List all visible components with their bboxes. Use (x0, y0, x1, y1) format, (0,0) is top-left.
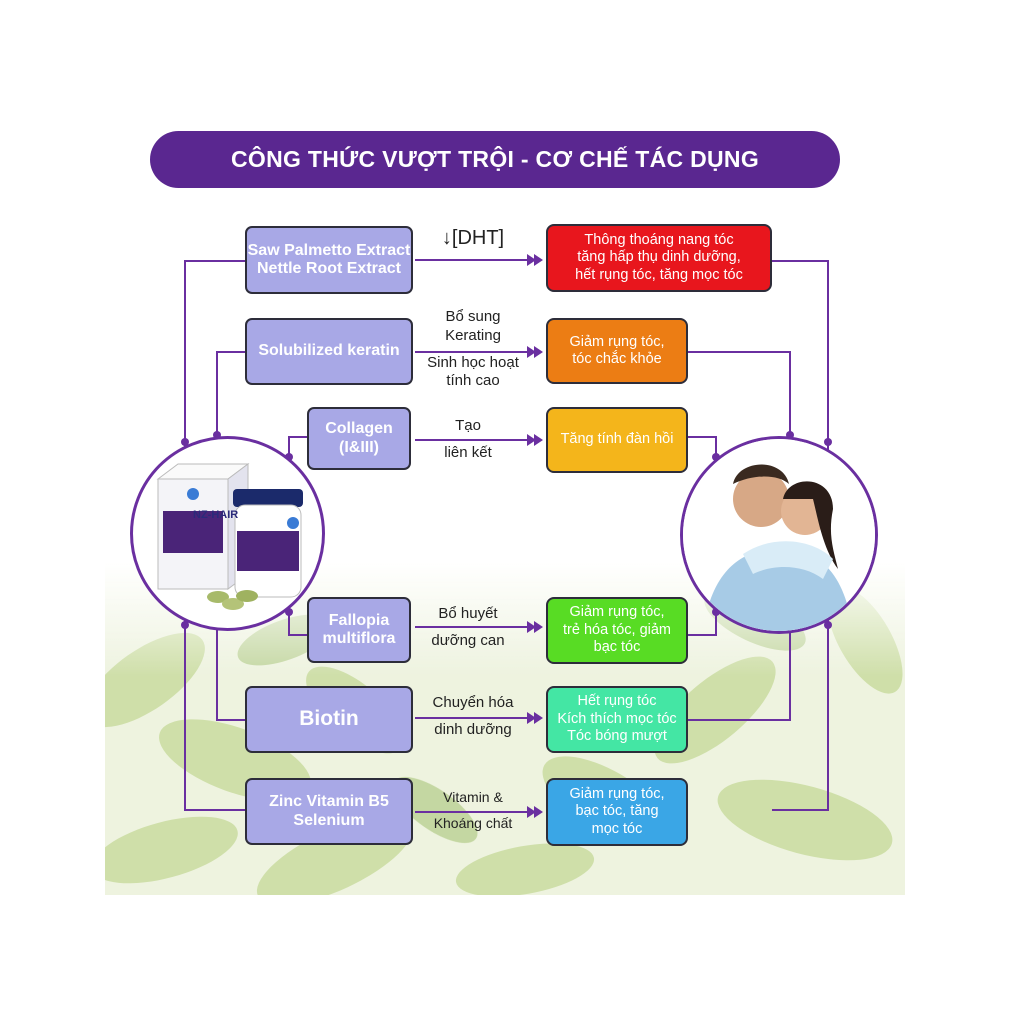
result-label: Thông thoáng nang tóc (584, 231, 734, 248)
result-label: Kích thích mọc tóc (557, 710, 677, 727)
product-brand: NZ-HAIR (193, 509, 239, 521)
ingredient-zinc: Zinc Vitamin B5 Selenium (245, 778, 413, 845)
page-title: CÔNG THỨC VƯỢT TRỘI - CƠ CHẾ TÁC DỤNG (150, 131, 840, 188)
ingredient-label: Selenium (293, 811, 365, 829)
result-box: Giảm rụng tóc, bạc tóc, tăng mọc tóc (546, 778, 688, 846)
ingredient-fallopia: Fallopia multiflora (307, 597, 411, 663)
ingredient-label: (I&III) (339, 438, 379, 456)
action-label: ↓[DHT] (441, 227, 505, 249)
action-label: Vitamin & (443, 789, 503, 805)
result-label: Hết rụng tóc (577, 693, 657, 710)
result-box: Thông thoáng nang tóc tăng hấp thụ dinh … (546, 224, 772, 292)
result-label: Giảm rụng tóc, (569, 785, 665, 802)
result-label: bạc tóc (593, 639, 641, 656)
action-label: dinh dưỡng (434, 720, 512, 738)
result-box: Giảm rụng tóc, trẻ hóa tóc, giảm bạc tóc (546, 597, 688, 664)
ingredient-label: multiflora (322, 630, 396, 647)
ingredient-keratin: Solubilized keratin (245, 318, 413, 385)
result-label: mọc tóc (591, 820, 643, 837)
result-label: Tăng tính đàn hồi (560, 431, 674, 448)
ingredient-label: Saw Palmetto Extract (247, 241, 411, 259)
product-circle: NZ-HAIR (130, 436, 325, 631)
result-label: bạc tóc, tăng (575, 803, 659, 820)
result-label: Tóc bóng mượt (567, 728, 667, 745)
result-label: tăng hấp thụ dinh dưỡng, (577, 249, 741, 266)
ingredient-label: Nettle Root Extract (256, 260, 402, 277)
result-label: Giảm rụng tóc, (569, 604, 665, 621)
ingredient-label: Biotin (299, 707, 359, 731)
action-label: Bổ huyết (438, 605, 498, 622)
ingredient-label: Fallopia (328, 611, 390, 629)
result-box: Giảm rụng tóc, tóc chắc khỏe (546, 318, 688, 384)
action-label: Bổ sung (445, 308, 501, 325)
result-label: Giảm rụng tóc, (569, 333, 665, 350)
action-collagen: Tạo liên kết (418, 417, 518, 463)
result-label: tóc chắc khỏe (572, 351, 662, 367)
couple-photo (683, 439, 875, 631)
action-dht: ↓[DHT] (418, 226, 528, 251)
action-label: Tạo (455, 417, 481, 434)
action-label: Khoáng chất (433, 814, 513, 831)
action-keratin: Bổ sung Kerating Sinh học hoạt tính cao (412, 308, 534, 391)
ingredient-saw-palmetto: Saw Palmetto Extract Nettle Root Extract (245, 226, 413, 294)
ingredient-label: Zinc Vitamin B5 (269, 793, 389, 811)
action-label: liên kết (444, 443, 492, 461)
action-label: tính cao (446, 372, 500, 390)
result-box: Tăng tính đàn hồi (546, 407, 688, 473)
action-label: dưỡng can (431, 631, 505, 649)
ingredient-collagen: Collagen (I&III) (307, 407, 411, 470)
action-biotin: Chuyển hóa dinh dưỡng (412, 694, 534, 740)
ingredient-biotin: Biotin (245, 686, 413, 753)
action-label: Kerating (445, 326, 501, 344)
couple-photo-circle (680, 436, 878, 634)
result-box: Hết rụng tóc Kích thích mọc tóc Tóc bóng… (546, 686, 688, 753)
action-label: Chuyển hóa (432, 694, 514, 711)
result-label: trẻ hóa tóc, giảm (563, 621, 671, 638)
ingredient-label: Solubilized keratin (258, 342, 400, 360)
ingredient-label: Collagen (325, 420, 393, 438)
action-zinc: Vitamin & Khoáng chất (412, 789, 534, 832)
action-label: Sinh học hoạt (427, 353, 519, 371)
action-fallopia: Bổ huyết dưỡng can (418, 605, 518, 651)
product-image (156, 463, 303, 610)
result-label: hết rụng tóc, tăng mọc tóc (575, 266, 743, 283)
